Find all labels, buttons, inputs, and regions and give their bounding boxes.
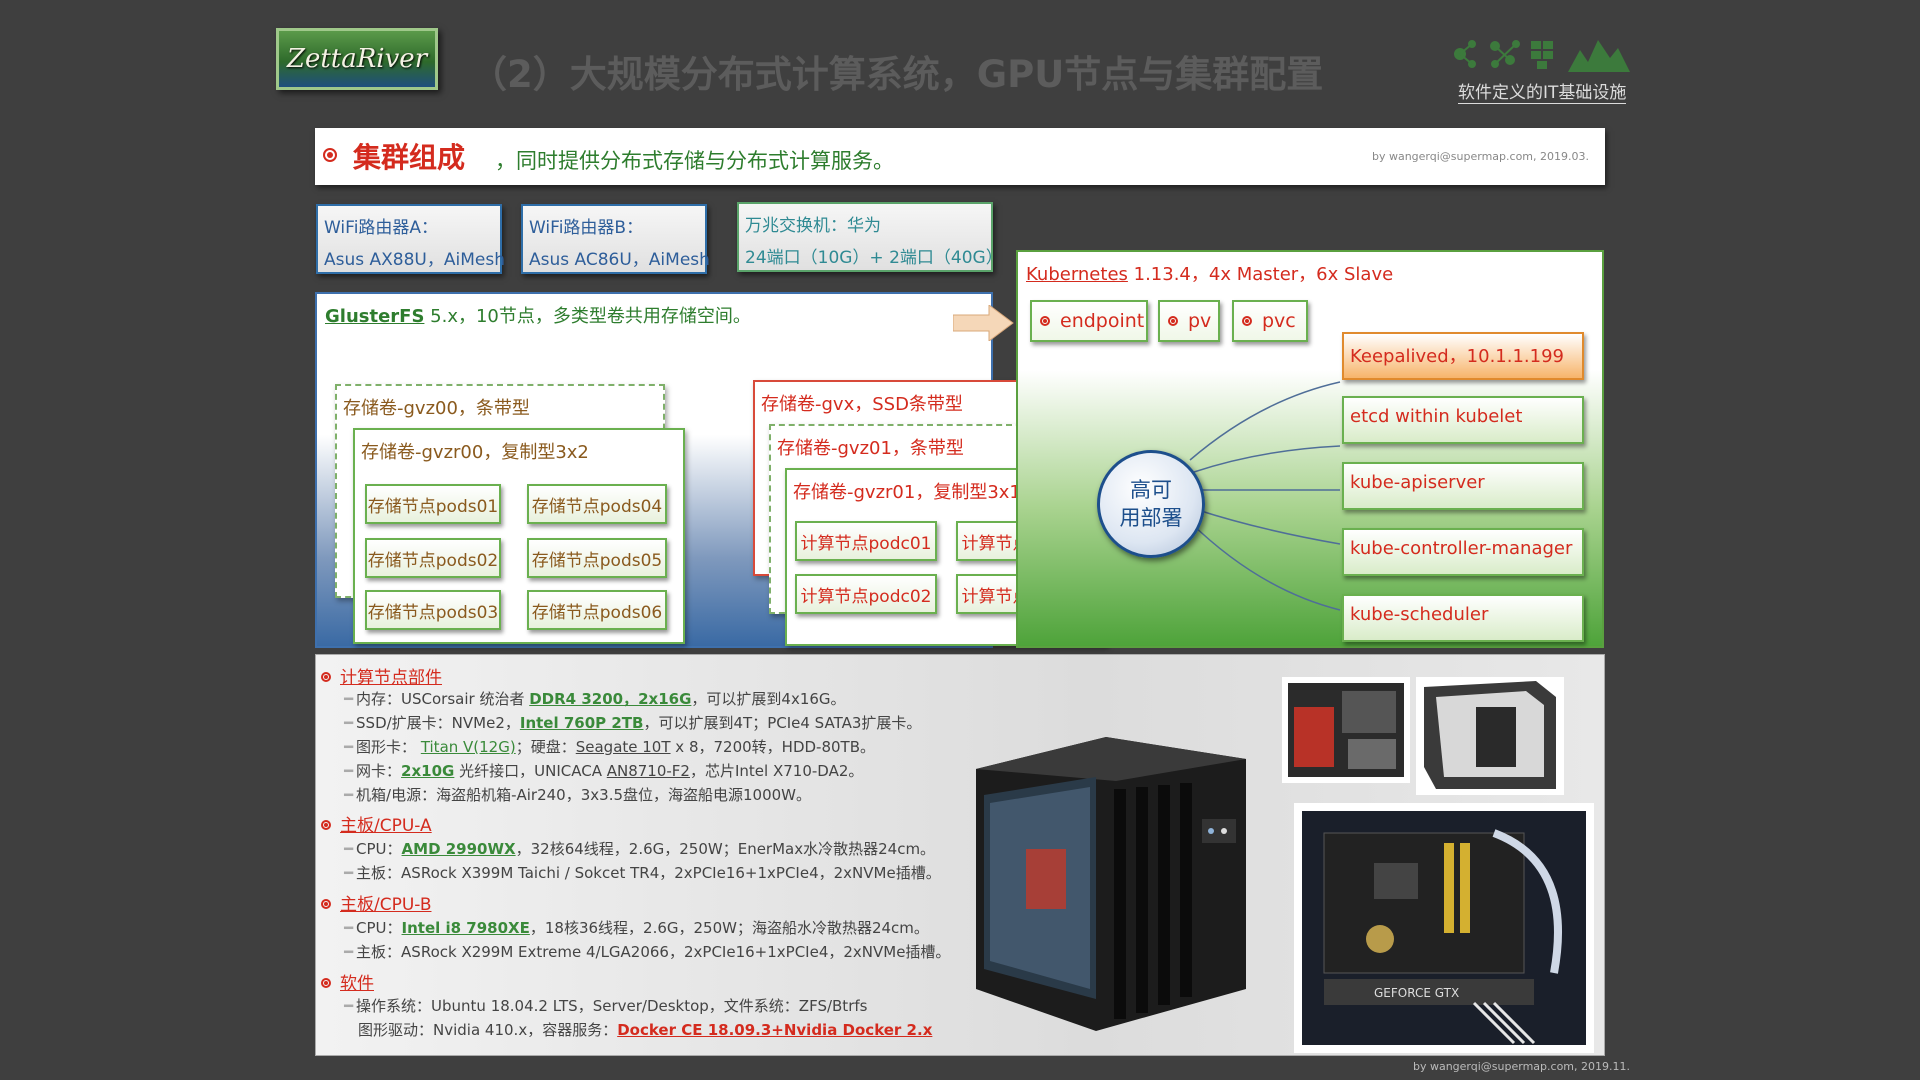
router-a-label: WiFi路由器A： [324, 218, 439, 238]
section-title: 计算节点部件 [340, 668, 442, 688]
bullet-icon [1242, 316, 1252, 326]
brand-caption: 软件定义的IT基础设施 [1458, 78, 1627, 104]
banner-credit: by wangerqi@supermap.com, 2019.03. [1371, 150, 1589, 163]
bullet-icon [1040, 316, 1050, 326]
banner-text: ，同时提供分布式存储与分布式计算服务。 [495, 149, 894, 173]
spec-mb-a: ━主板：ASRock X399M Taichi / Sokcet TR4，2xP… [344, 864, 941, 882]
bullet-icon [323, 148, 337, 162]
component-keepalived: Keepalived，10.1.1.199 [1342, 332, 1584, 380]
router-a-model: Asus AX88U，AiMesh [324, 250, 505, 270]
spec-ssd: ━SSD/扩展卡：NVMe2，Intel 760P 2TB，可以扩展到4T；PC… [344, 714, 922, 732]
router-b-model: Asus AC86U，AiMesh [529, 250, 710, 270]
bullet-icon [1168, 316, 1178, 326]
glusterfs-desc: 5.x，10节点，多类型卷共用存储空间。 [424, 306, 751, 327]
chip-endpoint: endpoint [1030, 300, 1148, 342]
spec-gpu-disk: ━图形卡： Titan V(12G)；硬盘：Seagate 10T x 8，72… [344, 738, 875, 756]
computer-case-image [976, 737, 1246, 1031]
router-b-label: WiFi路由器B： [529, 218, 644, 238]
kubernetes-panel: Kubernetes 1.13.4，4x Master，6x Slave end… [1016, 250, 1604, 648]
hardware-panel: 计算节点部件 ━内存：USCorsair 统治者 DDR4 3200，2x16G… [315, 654, 1605, 1056]
chip-label: endpoint [1060, 310, 1145, 332]
section-software: 软件 [321, 969, 374, 994]
storage-node: 存储节点pods02 [365, 538, 501, 578]
router-a-box: WiFi路由器A： Asus AX88U，AiMesh [316, 204, 505, 274]
bullet-icon [321, 899, 331, 909]
volume-gvz00-label: 存储卷-gvz00，条带型 [343, 398, 530, 419]
gpu-label: GEFORCE GTX [1374, 986, 1459, 1000]
brand-network-icon [1454, 40, 1630, 72]
logo-text: ZettaRiver [286, 44, 428, 74]
glusterfs-name: GlusterFS [325, 306, 425, 327]
summary-banner: 集群组成 ，同时提供分布式存储与分布式计算服务。 by wangerqi@sup… [315, 128, 1605, 185]
spec-cpu-b: ━CPU：Intel i8 7980XE，18核36线程，2.6G，250W；海… [344, 919, 929, 937]
section-compute-parts: 计算节点部件 [321, 663, 442, 688]
storage-node: 存储节点pods06 [527, 590, 667, 630]
arrow-right-icon [953, 305, 1014, 341]
section-board-a: 主板/CPU-A [321, 811, 432, 836]
ha-label-line2: 用部署 [1119, 506, 1183, 530]
spec-cpu-a: ━CPU：AMD 2990WX，32核64线程，2.6G，250W；EnerMa… [344, 840, 936, 858]
compute-node: 计算节点podc01 [795, 521, 937, 561]
section-board-b: 主板/CPU-B [321, 890, 431, 915]
spec-memory: ━内存：USCorsair 统治者 DDR4 3200，2x16G，可以扩展到4… [344, 690, 846, 708]
chip-label: pv [1188, 310, 1212, 332]
motherboard-photo: GEFORCE GTX [1294, 803, 1594, 1053]
page-title: （2）大规模分布式计算系统，GPU节点与集群配置 [470, 53, 1324, 96]
bullet-icon [321, 978, 331, 988]
switch-ports: 24端口（10G）+ 2端口（40G） [745, 248, 1003, 268]
switch-box: 万兆交换机：华为 24端口（10G）+ 2端口（40G） [737, 202, 1003, 272]
volume-gvz01-label: 存储卷-gvz01，条带型 [777, 438, 964, 459]
case-interior-photo [1282, 677, 1410, 783]
kubernetes-name: Kubernetes [1026, 264, 1128, 285]
component-apiserver: kube-apiserver [1342, 462, 1584, 510]
volume-gvzr00-label: 存储卷-gvzr00，复制型3x2 [361, 442, 589, 463]
glusterfs-title: GlusterFS 5.x，10节点，多类型卷共用存储空间。 [325, 302, 751, 328]
chip-pv: pv [1158, 300, 1220, 342]
spec-nic: ━网卡：2x10G 光纤接口，UNICACA AN8710-F2，芯片Intel… [344, 762, 864, 780]
section-title: 主板/CPU-A [340, 816, 432, 836]
ha-connector-lines [1189, 381, 1341, 611]
chip-pvc: pvc [1232, 300, 1308, 342]
component-controller-manager: kube-controller-manager [1342, 528, 1584, 576]
banner-lead: 集群组成 [353, 141, 466, 174]
compute-node: 计算节点podc02 [795, 574, 937, 614]
volume-gvzr01-label: 存储卷-gvzr01，复制型3x1 [793, 482, 1021, 503]
kubernetes-desc: 1.13.4，4x Master，6x Slave [1127, 264, 1394, 285]
storage-node: 存储节点pods01 [365, 484, 501, 524]
section-title: 软件 [340, 974, 374, 994]
switch-label: 万兆交换机：华为 [745, 216, 881, 236]
spec-mb-b: ━主板：ASRock X299M Extreme 4/LGA2066，2xPCI… [344, 943, 951, 961]
spec-case: ━机箱/电源：海盗船机箱-Air240，3x3.5盘位，海盗船电源1000W。 [344, 786, 812, 804]
logo: ZettaRiver [276, 28, 438, 90]
component-scheduler: kube-scheduler [1342, 594, 1584, 642]
component-etcd: etcd within kubelet [1342, 396, 1584, 444]
volume-gvx-label: 存储卷-gvx，SSD条带型 [761, 394, 963, 415]
kubernetes-title: Kubernetes 1.13.4，4x Master，6x Slave [1026, 260, 1393, 286]
bullet-icon [321, 672, 331, 682]
spec-os: ━操作系统：Ubuntu 18.04.2 LTS，Server/Desktop，… [344, 997, 868, 1015]
ha-label-line1: 高可 [1130, 478, 1172, 502]
section-title: 主板/CPU-B [340, 895, 432, 915]
spec-driver: 图形驱动：Nvidia 410.x，容器服务：Docker CE 18.09.3… [358, 1021, 933, 1039]
storage-node: 存储节点pods03 [365, 590, 501, 630]
case-open-photo [1416, 677, 1564, 795]
chip-label: pvc [1262, 310, 1296, 332]
ha-deployment-circle: 高可 用部署 [1097, 450, 1205, 558]
storage-node: 存储节点pods05 [527, 538, 667, 578]
bullet-icon [321, 820, 331, 830]
router-b-box: WiFi路由器B： Asus AC86U，AiMesh [521, 204, 710, 274]
storage-node: 存储节点pods04 [527, 484, 667, 524]
footer-credit: by wangerqi@supermap.com, 2019.11. [1412, 1060, 1630, 1073]
volume-gvzr00: 存储卷-gvzr00，复制型3x2 存储节点pods01 存储节点pods02 … [353, 428, 685, 644]
